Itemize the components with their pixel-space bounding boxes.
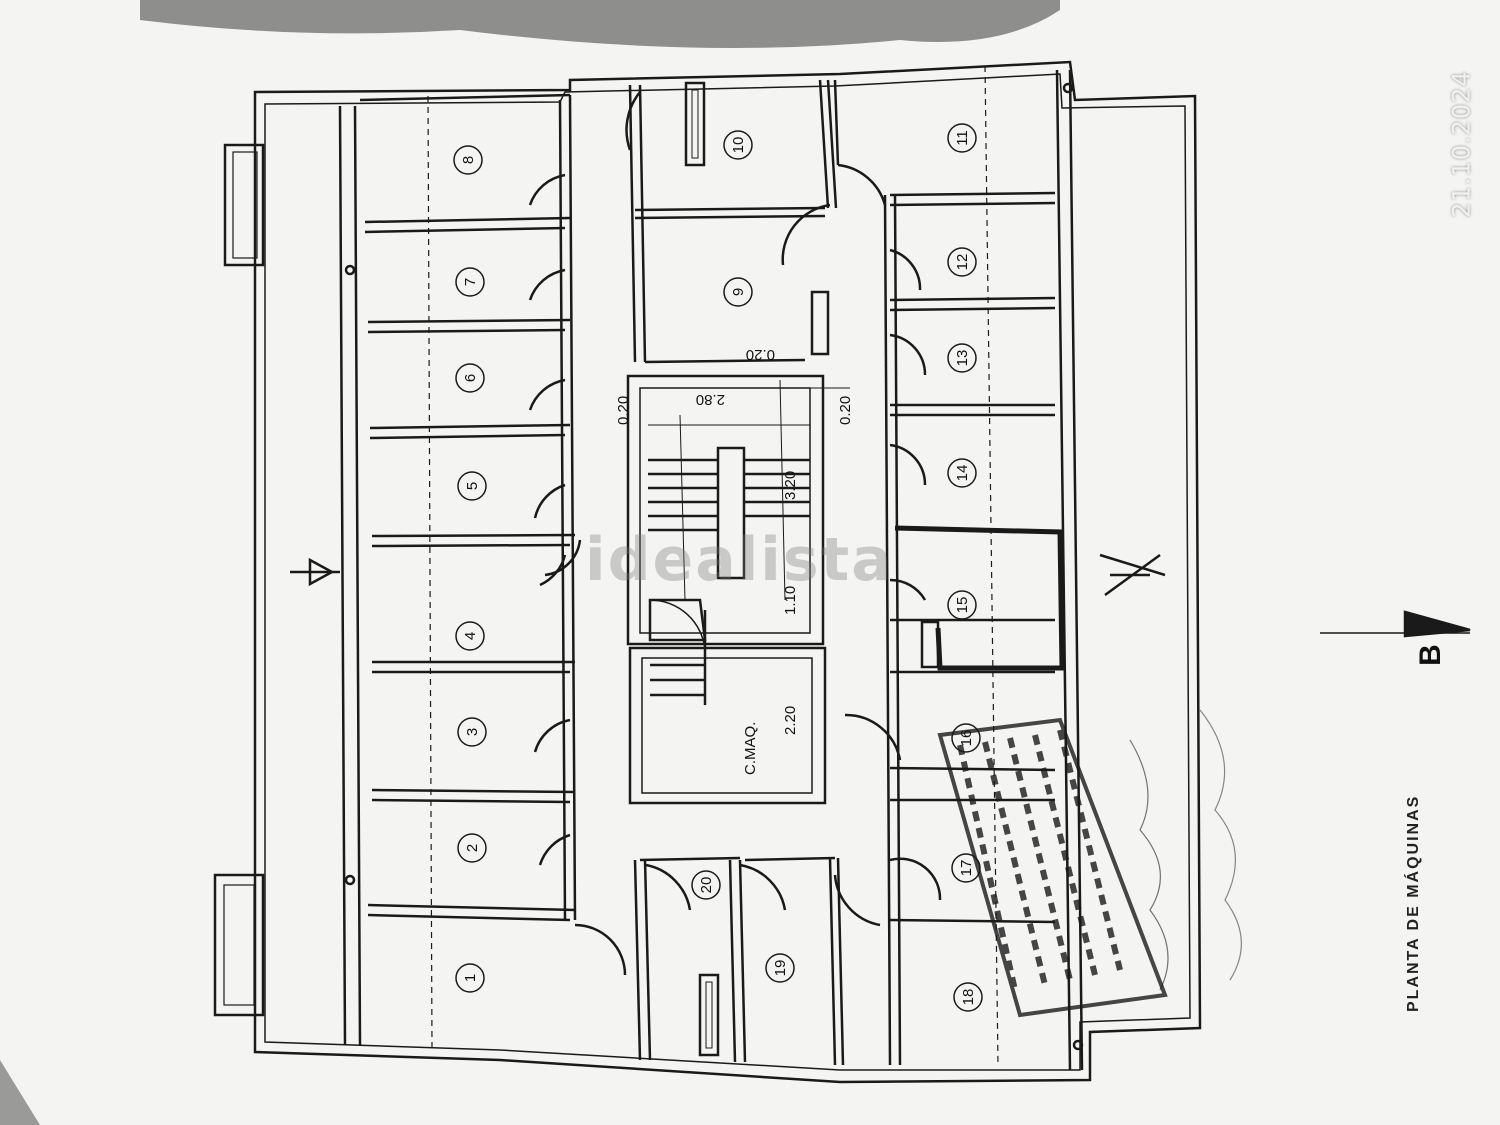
dim-020-top: 0.20 — [746, 346, 775, 363]
unit-18: 18 — [953, 982, 983, 1012]
plan-caption: PLANTA DE MÁQUINAS — [1405, 794, 1422, 1012]
dim-280: 2.80 — [696, 391, 725, 408]
svg-text:11: 11 — [954, 130, 971, 146]
svg-text:7: 7 — [462, 278, 479, 286]
svg-text:1: 1 — [462, 974, 479, 982]
unit-13: 13 — [947, 343, 977, 373]
unit-7: 7 — [455, 267, 485, 297]
unit-12: 12 — [947, 247, 977, 277]
dim-020-left: 0.20 — [615, 396, 632, 425]
dim-020-right: 0.20 — [837, 396, 854, 425]
ink-stamp — [937, 717, 1168, 1018]
unit-16: 16 — [951, 723, 981, 753]
dim-220: 2.20 — [782, 706, 799, 735]
unit-20: 20 — [691, 870, 721, 900]
photo-date-stamp: 21.10.2024 — [1447, 70, 1476, 218]
svg-text:4: 4 — [462, 632, 479, 640]
unit-15: 15 — [947, 590, 977, 620]
svg-text:19: 19 — [772, 960, 789, 977]
scan-smudge — [140, 0, 1060, 48]
svg-text:14: 14 — [954, 465, 971, 482]
section-marker-label: B — [1413, 644, 1447, 666]
machine-room-label: C.MAQ. — [742, 722, 759, 775]
dimension-labels: 0.20 0.20 0.20 2.80 3.20 1.10 2.20 C.MAQ… — [615, 346, 854, 775]
svg-text:16: 16 — [958, 730, 975, 747]
unit-6: 6 — [455, 363, 485, 393]
unit-11: 11 — [947, 123, 977, 153]
svg-text:17: 17 — [958, 860, 975, 877]
dim-110: 1.10 — [782, 586, 799, 615]
svg-text:5: 5 — [464, 482, 481, 490]
svg-text:8: 8 — [460, 156, 477, 164]
unit-19: 19 — [765, 953, 795, 983]
dim-320: 3.20 — [782, 471, 799, 500]
plan-walls — [213, 60, 1471, 1084]
svg-text:12: 12 — [954, 254, 971, 271]
unit-14: 14 — [947, 458, 977, 488]
unit-9: 9 — [723, 277, 753, 307]
svg-text:15: 15 — [954, 597, 971, 614]
unit-5: 5 — [457, 471, 487, 501]
unit-17: 17 — [951, 853, 981, 883]
unit-4: 4 — [455, 621, 485, 651]
table-corner — [0, 1060, 40, 1125]
unit-labels: 1 2 3 4 5 6 7 8 9 10 11 12 13 14 15 16 1… — [453, 123, 983, 1012]
svg-text:20: 20 — [698, 877, 715, 894]
svg-text:18: 18 — [960, 989, 977, 1006]
unit-10: 10 — [723, 130, 753, 160]
svg-text:10: 10 — [730, 137, 747, 154]
unit-3: 3 — [457, 717, 487, 747]
svg-text:13: 13 — [954, 350, 971, 367]
svg-text:2: 2 — [464, 844, 481, 852]
unit-1: 1 — [455, 963, 485, 993]
svg-text:6: 6 — [462, 374, 479, 382]
svg-text:9: 9 — [730, 288, 747, 296]
svg-text:3: 3 — [464, 728, 481, 736]
unit-8: 8 — [453, 145, 483, 175]
unit-2: 2 — [457, 833, 487, 863]
idealista-watermark: idealista — [585, 525, 894, 595]
